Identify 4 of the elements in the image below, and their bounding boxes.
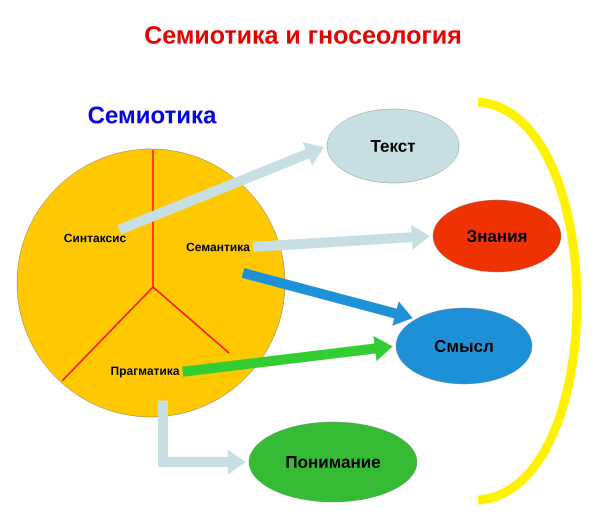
segment-label: Прагматика <box>111 366 180 378</box>
segment-label: Синтаксис <box>64 234 126 242</box>
title: Семиотика и гносеология <box>145 26 460 44</box>
segment-label: Семантика <box>186 242 250 252</box>
